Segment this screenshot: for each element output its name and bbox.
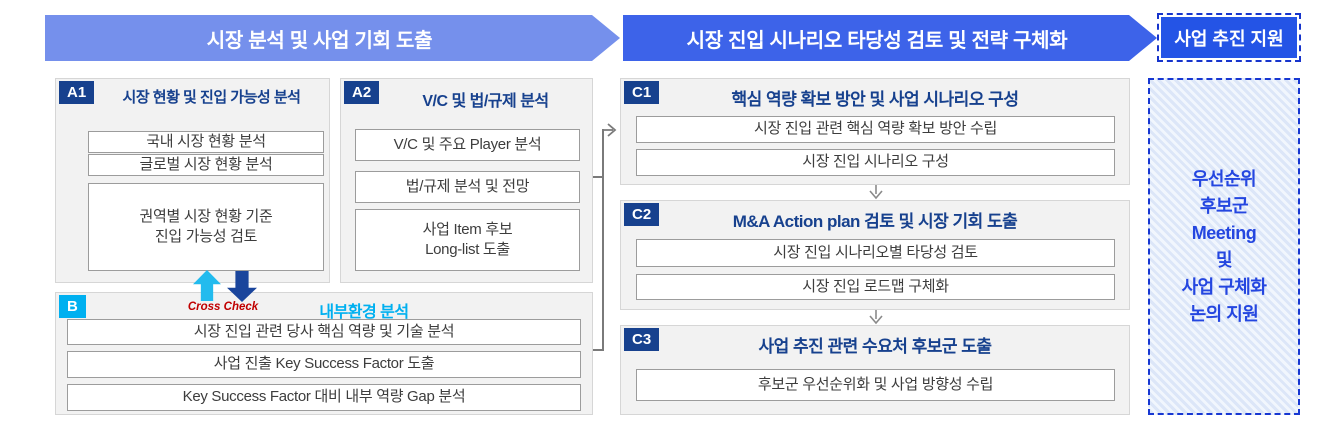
- panel-b-item: 시장 진입 관련 당사 핵심 역량 및 기술 분석: [67, 319, 581, 345]
- phase1-label: 시장 분석 및 사업 기회 도출: [206, 29, 433, 52]
- panel-c2-title: M&A Action plan 검토 및 시장 기회 도출: [732, 212, 1018, 231]
- panel-a1-item: 글로벌 시장 현황 분석: [88, 154, 324, 176]
- panel-b: B 내부환경 분석 시장 진입 관련 당사 핵심 역량 및 기술 분석 사업 진…: [55, 292, 593, 415]
- panel-c1-item: 시장 진입 관련 핵심 역량 확보 방안 수립: [636, 116, 1115, 143]
- panel-c3-badge: C3: [624, 328, 660, 351]
- panel-b-title: 내부환경 분석: [319, 304, 409, 321]
- flow-down-arrow-icon: [869, 185, 883, 200]
- panel-c2-item: 시장 진입 시나리오별 타당성 검토: [636, 239, 1115, 267]
- connector-line: [593, 349, 604, 351]
- panel-b-item: Key Success Factor 대비 내부 역량 Gap 분석: [67, 384, 581, 411]
- cross-check-label: Cross Check: [187, 301, 259, 313]
- panel-b-badge: B: [59, 295, 86, 318]
- panel-a2-item: 사업 Item 후보 Long-list 도출: [355, 209, 580, 271]
- panel-c3: C3 사업 추진 관련 수요처 후보군 도출 후보군 우선순위화 및 사업 방향…: [620, 325, 1130, 415]
- panel-a1-item: 국내 시장 현황 분석: [88, 131, 324, 153]
- panel-a2-item: 법/규제 분석 및 전망: [355, 171, 580, 203]
- support-panel: 우선순위 후보군 Meeting 및 사업 구체화 논의 지원: [1148, 78, 1300, 415]
- phase3-chip: 사업 추진 지원: [1157, 13, 1301, 62]
- phase3-label: 사업 추진 지원: [1161, 17, 1297, 58]
- panel-a2-item: V/C 및 주요 Player 분석: [355, 129, 580, 161]
- panel-a1-item: 권역별 시장 현황 기준 진입 가능성 검토: [88, 183, 324, 271]
- connector-arrow-icon: [602, 123, 617, 137]
- connector-line: [602, 129, 604, 351]
- panel-a1: A1 시장 현황 및 진입 가능성 분석 국내 시장 현황 분석 글로벌 시장 …: [55, 78, 330, 283]
- panel-c3-item: 후보군 우선순위화 및 사업 방향성 수립: [636, 369, 1115, 401]
- panel-c2-badge: C2: [624, 203, 660, 226]
- connector-line: [593, 176, 602, 178]
- panel-c1-item: 시장 진입 시나리오 구성: [636, 149, 1115, 176]
- panel-a1-badge: A1: [59, 81, 95, 104]
- panel-c1-title: 핵심 역량 확보 방안 및 사업 시나리오 구성: [731, 90, 1019, 109]
- phase2-label: 시장 진입 시나리오 타당성 검토 및 전략 구체화: [686, 29, 1068, 52]
- support-panel-text: 우선순위 후보군 Meeting 및 사업 구체화 논의 지원: [1181, 168, 1267, 324]
- phase2-chevron: 시장 진입 시나리오 타당성 검토 및 전략 구체화: [623, 15, 1157, 61]
- panel-a1-title: 시장 현황 및 진입 가능성 분석: [122, 89, 301, 106]
- panel-a2-title: V/C 및 법/규제 분석: [422, 93, 549, 110]
- panel-c2: C2 M&A Action plan 검토 및 시장 기회 도출 시장 진입 시…: [620, 200, 1130, 310]
- panel-c1-badge: C1: [624, 81, 660, 104]
- phase1-chevron: 시장 분석 및 사업 기회 도출: [45, 15, 620, 61]
- panel-b-item: 사업 진출 Key Success Factor 도출: [67, 351, 581, 378]
- panel-c1: C1 핵심 역량 확보 방안 및 사업 시나리오 구성 시장 진입 관련 핵심 …: [620, 78, 1130, 185]
- panel-c3-title: 사업 추진 관련 수요처 후보군 도출: [758, 337, 992, 356]
- flow-down-arrow-icon: [869, 310, 883, 325]
- panel-c2-item: 시장 진입 로드맵 구체화: [636, 274, 1115, 300]
- panel-a2: A2 V/C 및 법/규제 분석 V/C 및 주요 Player 분석 법/규제…: [340, 78, 593, 283]
- panel-a2-badge: A2: [344, 81, 380, 104]
